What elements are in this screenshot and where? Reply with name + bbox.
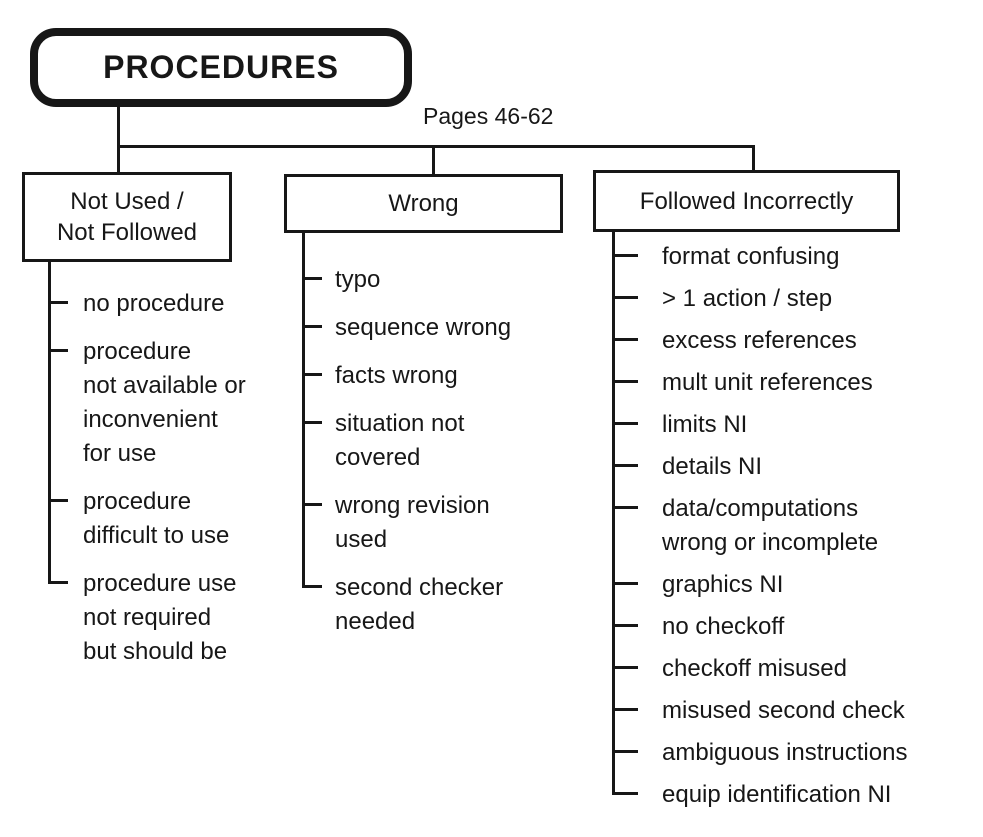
tree-item: > 1 action / step — [612, 282, 978, 324]
tree-item-label: procedure use not required but should be — [83, 570, 237, 665]
tree-item: mult unit references — [612, 366, 978, 408]
root-node: PROCEDURES — [30, 28, 412, 107]
tree-item: checkoff misused — [612, 652, 978, 694]
tree-item: details NI — [612, 450, 978, 492]
tree-item: misused second check — [612, 694, 978, 736]
branch-title-box: Followed Incorrectly — [593, 170, 900, 232]
tree-item-label: no procedure — [83, 290, 225, 317]
tree-item-label: > 1 action / step — [662, 285, 833, 312]
tree-item-label: details NI — [662, 453, 763, 480]
tree-item-label: misused second check — [662, 697, 905, 724]
tree-item-label: situation not covered — [335, 410, 465, 471]
tree-item-label: second checker needed — [335, 574, 504, 635]
branch-title: Wrong — [388, 190, 459, 217]
tree-item-label: procedure not available or inconvenient … — [83, 338, 246, 467]
tree-item: limits NI — [612, 408, 978, 450]
branch-title-box: Not Used / Not Followed — [22, 172, 232, 262]
root-node-label: PROCEDURES — [103, 49, 339, 85]
branch-not-used-not-followed: Not Used / Not Followed no procedure proc… — [22, 172, 284, 683]
pages-label: Pages 46-62 — [423, 103, 554, 129]
tree-item: procedure use not required but should be — [48, 567, 284, 683]
tree-item-label: procedure difficult to use — [83, 488, 230, 549]
tree-item-label: data/computations wrong or incomplete — [662, 495, 879, 556]
connector-stem — [117, 104, 120, 172]
tree-item: typo — [302, 233, 584, 311]
tree-item-label: ambiguous instructions — [662, 739, 908, 766]
tree-item-label: facts wrong — [335, 362, 458, 389]
tree-item: facts wrong — [302, 359, 584, 407]
tree-item: data/computations wrong or incomplete — [612, 492, 978, 568]
tree-item-label: typo — [335, 266, 381, 293]
branch-item-list: typo sequence wrong facts wrong situation n… — [302, 233, 584, 653]
branch-title: Followed Incorrectly — [639, 187, 854, 215]
tree-item: graphics NI — [612, 568, 978, 610]
branch-wrong: Wrong typo sequence wrong facts wrong situa… — [284, 174, 584, 653]
tree-item-label: limits NI — [662, 411, 748, 438]
tree-item-label: mult unit references — [662, 369, 873, 396]
connector-drop-middle — [432, 145, 435, 174]
tree-item-label: excess references — [662, 327, 857, 354]
tree-item: format confusing — [612, 232, 978, 282]
tree-item: no procedure — [48, 262, 284, 335]
tree-item-label: sequence wrong — [335, 314, 512, 341]
branch-item-list: no procedure procedure not available or i… — [48, 262, 284, 683]
tree-item: procedure difficult to use — [48, 485, 284, 567]
tree-item: situation not covered — [302, 407, 584, 489]
tree-item-label: equip identification NI — [662, 781, 892, 808]
tree-item: excess references — [612, 324, 978, 366]
branch-title: Not Used / Not Followed — [56, 188, 198, 246]
tree-item-label: format confusing — [662, 243, 840, 270]
connector-drop-right — [752, 145, 755, 170]
tree-item: procedure not available or inconvenient … — [48, 335, 284, 485]
branch-followed-incorrectly: Followed Incorrectly format confusing > 1… — [593, 170, 978, 820]
tree-item: second checker needed — [302, 571, 584, 653]
tree-item-label: no checkoff — [662, 613, 785, 640]
connector-horizontal-bar — [117, 145, 755, 148]
branch-item-list: format confusing > 1 action / step excess … — [612, 232, 978, 820]
tree-item: ambiguous instructions — [612, 736, 978, 778]
branch-title-box: Wrong — [284, 174, 563, 233]
tree-item: equip identification NI — [612, 778, 978, 820]
tree-item: no checkoff — [612, 610, 978, 652]
tree-item: wrong revision used — [302, 489, 584, 571]
tree-item-label: checkoff misused — [662, 655, 847, 682]
tree-item: sequence wrong — [302, 311, 584, 359]
tree-item-label: graphics NI — [662, 571, 784, 598]
tree-item-label: wrong revision used — [335, 492, 490, 553]
